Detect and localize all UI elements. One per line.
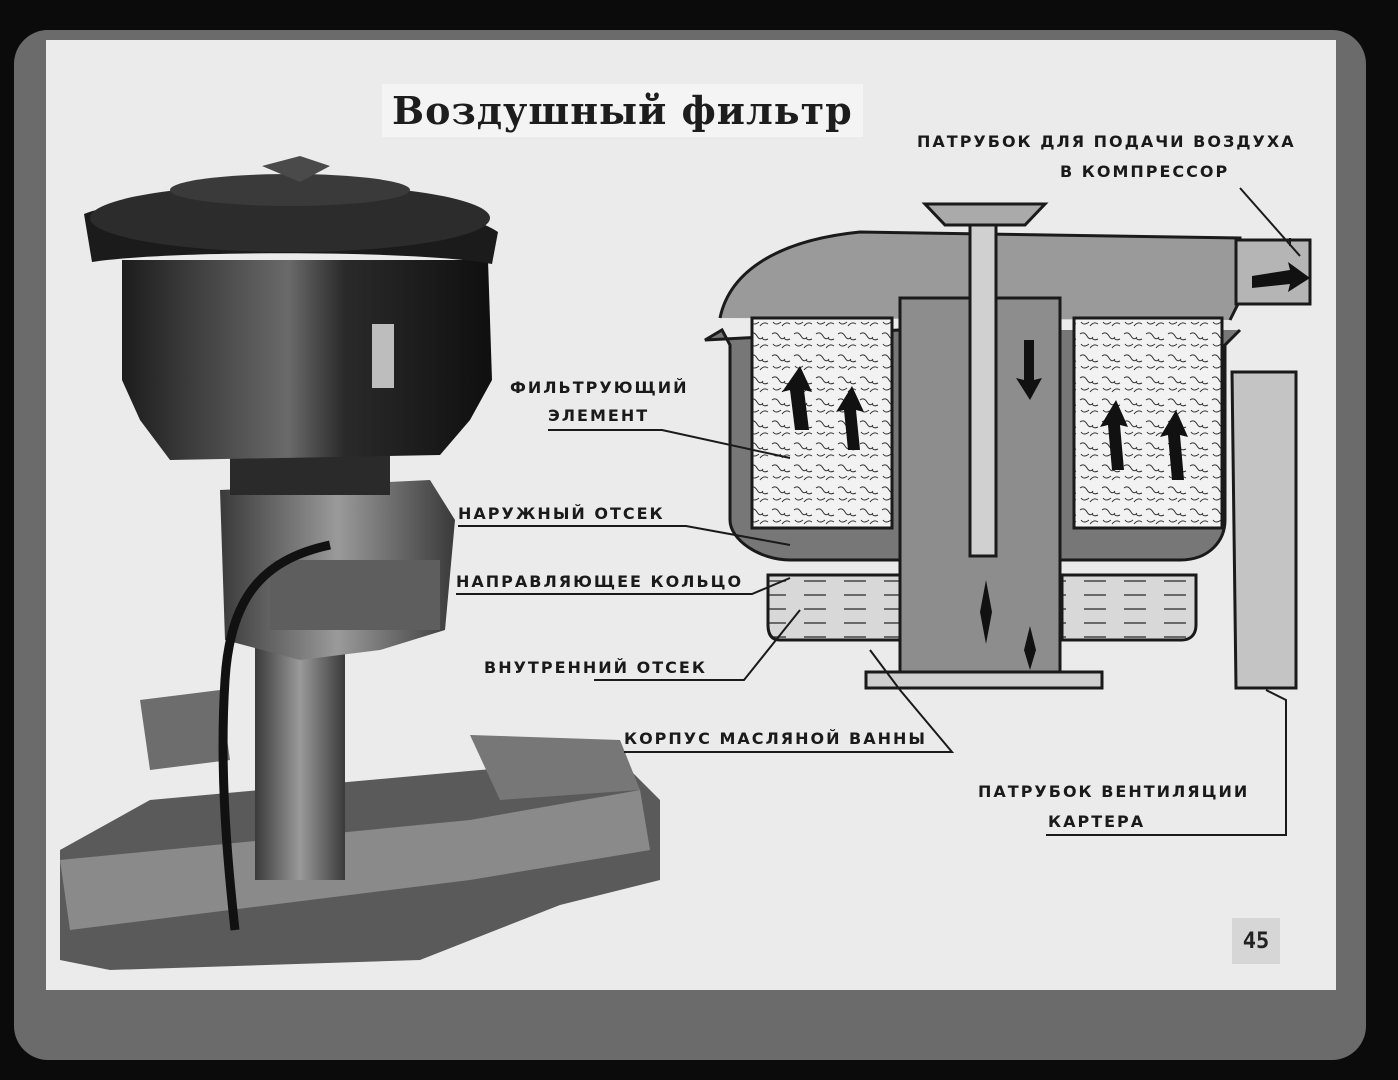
- label-vent-line2: КАРТЕРА: [1048, 812, 1146, 831]
- leader-lines: [456, 187, 1301, 836]
- page-number: 45: [1232, 918, 1280, 964]
- label-inlet-line2: В КОМПРЕССОР: [1060, 162, 1230, 181]
- page-title: Воздушный фильтр: [382, 84, 863, 137]
- airflow-arrow: [782, 262, 1310, 670]
- label-outer-compartment: НАРУЖНЫЙ ОТСЕК: [458, 504, 665, 523]
- label-filter-line2: ЭЛЕМЕНТ: [548, 406, 650, 425]
- label-filter-line1: ФИЛЬТРУЮЩИЙ: [510, 378, 689, 397]
- label-guide-ring: НАПРАВЛЯЮЩЕЕ КОЛЬЦО: [456, 572, 744, 591]
- label-oil-bath: КОРПУС МАСЛЯНОЙ ВАННЫ: [624, 729, 927, 748]
- air-filter-photo: [60, 156, 660, 970]
- label-vent-line1: ПАТРУБОК ВЕНТИЛЯЦИИ: [978, 782, 1250, 801]
- label-inlet-line1: ПАТРУБОК ДЛЯ ПОДАЧИ ВОЗДУХА: [917, 132, 1296, 151]
- label-inner-compartment: ВНУТРЕННИЙ ОТСЕК: [484, 658, 707, 677]
